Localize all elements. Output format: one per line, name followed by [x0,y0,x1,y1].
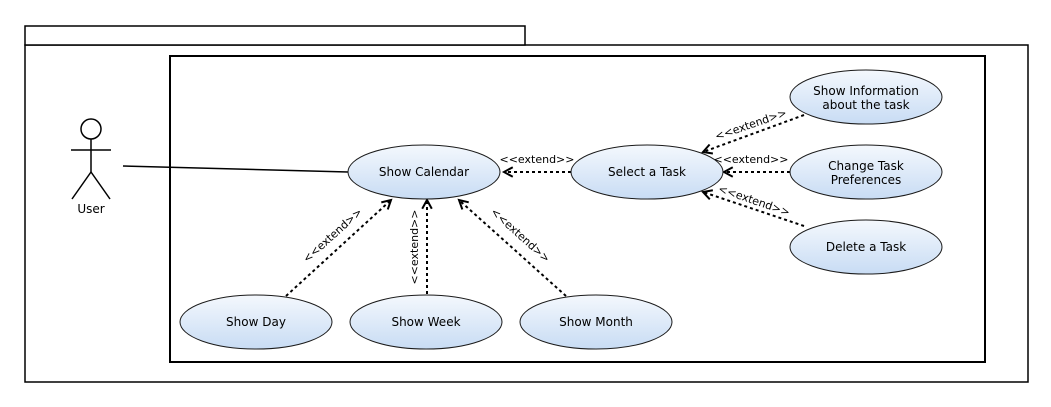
use-case-label-line-1: Show Information [813,84,919,98]
use-case-label: Show Week [391,315,460,329]
use-case-show-day[interactable]: Show Day [179,294,333,350]
arrowhead-icon [381,198,393,210]
use-case-ellipse [789,69,943,125]
use-case-ellipse [519,294,673,350]
extend-label: <<extend>> [408,210,421,285]
arrowhead-icon [501,166,514,178]
actor-user[interactable]: User [71,118,111,216]
association-line [122,165,349,173]
use-case-label-line-2: about the task [822,98,909,112]
extend-relation: <<extend>> [500,153,575,178]
arrowhead-icon [457,198,469,210]
use-case-label: Show Month [559,315,633,329]
package-tab [24,25,526,46]
extend-label: <<extend>> [500,153,575,166]
use-case-label-line-1: Change Task [828,159,904,173]
actor-right-leg [90,171,111,200]
extend-relation: <<extend>> [408,197,433,294]
use-case-ellipse [789,219,943,275]
use-case-ellipse [349,294,503,350]
use-case-label: Delete a Task [826,240,906,254]
use-case-label-line-2: Preferences [831,173,902,187]
arrowhead-icon [721,166,734,178]
use-case-ellipse [789,144,943,200]
actor-name: User [77,202,104,216]
use-case-ellipse [347,144,501,200]
use-case-label: Select a Task [608,165,686,179]
use-case-show-month[interactable]: Show Month [519,294,673,350]
use-case-ellipse [570,144,724,200]
use-case-show-calendar[interactable]: Show Calendar [347,144,501,200]
extend-relation: <<extend>> [714,153,790,178]
use-case-delete-task[interactable]: Delete a Task [789,219,943,275]
arrowhead-icon [701,189,714,201]
use-case-ellipse [179,294,333,350]
use-case-change-preferences[interactable]: Change Task Preferences [789,144,943,200]
extend-label: <<extend>> [714,153,789,166]
actor-left-leg [71,171,92,200]
arrowhead-icon [701,143,714,155]
arrowhead-icon [421,197,433,210]
stick-figure-icon [71,118,111,200]
use-case-show-week[interactable]: Show Week [349,294,503,350]
use-case-label: Show Calendar [379,165,469,179]
use-case-show-information[interactable]: Show Information about the task [789,69,943,125]
use-case-label: Show Day [226,315,286,329]
use-case-select-task[interactable]: Select a Task [570,144,724,200]
